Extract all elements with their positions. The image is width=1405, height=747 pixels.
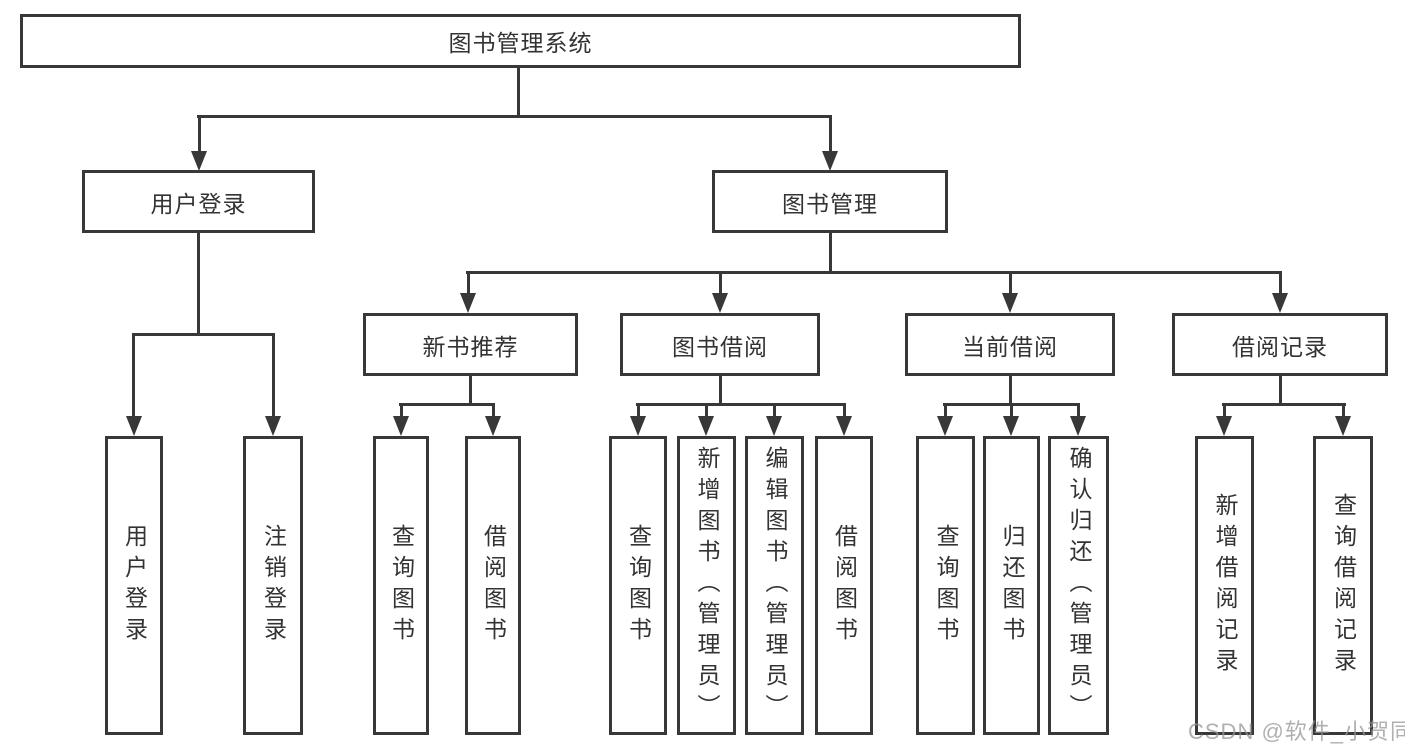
connector-user-login-stem	[197, 233, 200, 336]
connector-to-br-query	[1342, 403, 1345, 418]
leaf-recommend-query-book: 查询图书	[373, 436, 429, 735]
connector-to-cb-confirm	[1077, 403, 1080, 418]
connector-to-recommend-query	[400, 403, 403, 418]
connector-book-borrow-stem	[719, 376, 722, 405]
leaf-records-query-record: 查询借阅记录	[1313, 436, 1373, 735]
leaf-records-add-record-label: 新增借阅记录	[1212, 492, 1238, 679]
connector-to-leaf-logout	[272, 333, 275, 418]
node-user-login-label: 用户登录	[150, 190, 247, 217]
node-user-login: 用户登录	[82, 170, 315, 233]
connector-to-user-login	[198, 115, 201, 153]
leaf-records-query-record-label: 查询借阅记录	[1330, 492, 1357, 679]
connector-root-stem	[517, 66, 520, 118]
connector-to-cb-query	[944, 403, 947, 418]
node-current-borrow-label: 当前借阅	[962, 333, 1058, 360]
connector-book-management-bar	[466, 271, 1281, 274]
leaf-borrow-borrow-book-label: 借阅图书	[831, 523, 858, 648]
leaf-user-login: 用户登录	[105, 436, 163, 735]
leaf-current-query-book-label: 查询图书	[933, 523, 959, 648]
arrow-to-bb-add	[698, 416, 714, 436]
node-borrow-records: 借阅记录	[1172, 313, 1388, 376]
connector-book-management-stem	[829, 233, 832, 274]
arrow-to-leaf-login	[126, 416, 142, 436]
node-new-book-recommend: 新书推荐	[363, 313, 578, 376]
leaf-recommend-query-book-label: 查询图书	[388, 523, 415, 648]
leaf-current-query-book: 查询图书	[916, 436, 975, 735]
node-new-book-recommend-label: 新书推荐	[422, 333, 519, 360]
arrow-to-book-management	[822, 151, 838, 171]
connector-borrow-records-stem	[1279, 376, 1282, 405]
connector-to-cb-return	[1010, 403, 1013, 418]
arrow-to-recommend-borrow	[485, 416, 501, 436]
arrow-to-br-query	[1335, 416, 1351, 436]
node-root: 图书管理系统	[20, 14, 1021, 68]
leaf-current-return-book-label: 归还图书	[999, 523, 1025, 648]
node-borrow-records-label: 借阅记录	[1232, 333, 1328, 360]
leaf-borrow-add-book-label: 新增图书（管理员）	[694, 446, 720, 725]
connector-to-leaf-login	[132, 333, 135, 418]
leaf-borrow-borrow-book: 借阅图书	[815, 436, 873, 735]
connector-to-bb-edit	[773, 403, 776, 418]
watermark-text: CSDN @软件_小贺同学	[1188, 719, 1405, 744]
arrow-to-cb-query	[937, 416, 953, 436]
connector-to-current-borrow	[1009, 271, 1012, 295]
leaf-recommend-borrow-book-label: 借阅图书	[480, 523, 507, 648]
leaf-records-add-record: 新增借阅记录	[1195, 436, 1254, 735]
connector-book-borrow-bar	[636, 403, 846, 406]
connector-recommend-bar	[399, 403, 495, 406]
arrow-to-cb-return	[1003, 416, 1019, 436]
node-book-management: 图书管理	[712, 170, 948, 233]
arrow-to-book-borrow	[712, 293, 728, 313]
leaf-current-confirm-return-label: 确认归还（管理员）	[1066, 446, 1092, 725]
connector-to-new-book-recommend	[467, 271, 470, 295]
connector-user-login-bar	[132, 333, 275, 336]
leaf-current-confirm-return: 确认归还（管理员）	[1048, 436, 1109, 735]
arrow-to-cb-confirm	[1070, 416, 1086, 436]
arrow-to-user-login	[191, 151, 207, 171]
connector-recommend-stem	[469, 376, 472, 405]
leaf-user-login-label: 用户登录	[121, 523, 148, 648]
arrow-to-borrow-records	[1272, 293, 1288, 313]
node-book-borrow-label: 图书借阅	[672, 333, 768, 360]
arrow-to-current-borrow	[1002, 293, 1018, 313]
node-root-label: 图书管理系统	[448, 30, 593, 56]
leaf-logout-label: 注销登录	[260, 523, 287, 648]
arrow-to-leaf-logout	[265, 416, 281, 436]
leaf-borrow-edit-book: 编辑图书（管理员）	[745, 436, 804, 735]
arrow-to-bb-borrow	[836, 416, 852, 436]
connector-to-bb-borrow	[843, 403, 846, 418]
arrow-to-new-book-recommend	[460, 293, 476, 313]
leaf-borrow-edit-book-label: 编辑图书（管理员）	[762, 446, 788, 725]
connector-to-bb-add	[705, 403, 708, 418]
leaf-recommend-borrow-book: 借阅图书	[465, 436, 521, 735]
node-current-borrow: 当前借阅	[905, 313, 1115, 376]
arrow-to-bb-query	[630, 416, 646, 436]
leaf-current-return-book: 归还图书	[983, 436, 1040, 735]
connector-to-book-management	[829, 115, 832, 153]
connector-borrow-records-bar	[1222, 403, 1346, 406]
connector-to-br-add	[1223, 403, 1226, 418]
node-book-management-label: 图书管理	[782, 190, 878, 217]
leaf-logout: 注销登录	[243, 436, 303, 735]
connector-to-book-borrow	[719, 271, 722, 295]
leaf-borrow-query-book-label: 查询图书	[625, 523, 652, 648]
arrow-to-bb-edit	[766, 416, 782, 436]
connector-current-borrow-stem	[1009, 376, 1012, 405]
connector-to-recommend-borrow	[492, 403, 495, 418]
arrow-to-br-add	[1216, 416, 1232, 436]
leaf-borrow-query-book: 查询图书	[609, 436, 667, 735]
arrow-to-recommend-query	[393, 416, 409, 436]
node-book-borrow: 图书借阅	[620, 313, 820, 376]
connector-to-borrow-records	[1279, 271, 1282, 295]
leaf-borrow-add-book: 新增图书（管理员）	[677, 436, 736, 735]
connector-to-bb-query	[637, 403, 640, 418]
connector-root-bar	[197, 115, 832, 118]
